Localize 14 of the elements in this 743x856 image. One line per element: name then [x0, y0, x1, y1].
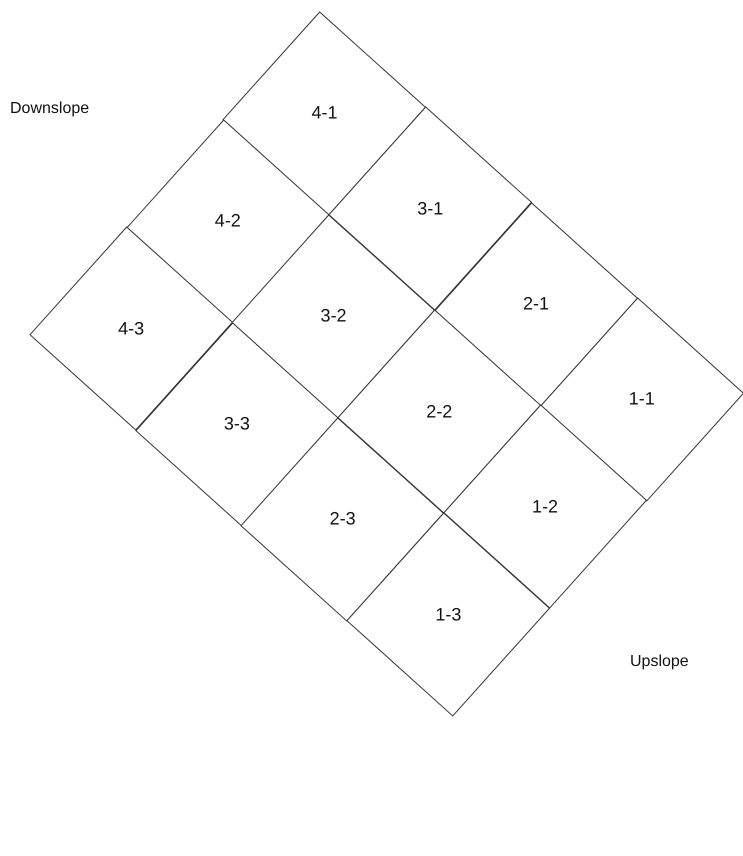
plot-number: 3-2: [320, 306, 347, 327]
plot-number: 2-1: [523, 293, 550, 314]
plot-number: 1-1: [628, 388, 655, 410]
plot-number: 3-3: [224, 414, 250, 435]
plot-number: 4-2: [214, 210, 241, 232]
plot-number: 4-3: [118, 318, 144, 340]
slope-label: Upslope: [630, 653, 689, 671]
plot-number: 3-1: [417, 198, 444, 220]
plot-number: 2-2: [426, 401, 452, 422]
slope-label: Downslope: [10, 100, 90, 118]
plot-number: 4-1: [312, 102, 338, 124]
plot-number: 2-3: [330, 508, 356, 530]
plot-number: 1-2: [532, 496, 558, 518]
plot-number: 1-3: [435, 604, 462, 626]
